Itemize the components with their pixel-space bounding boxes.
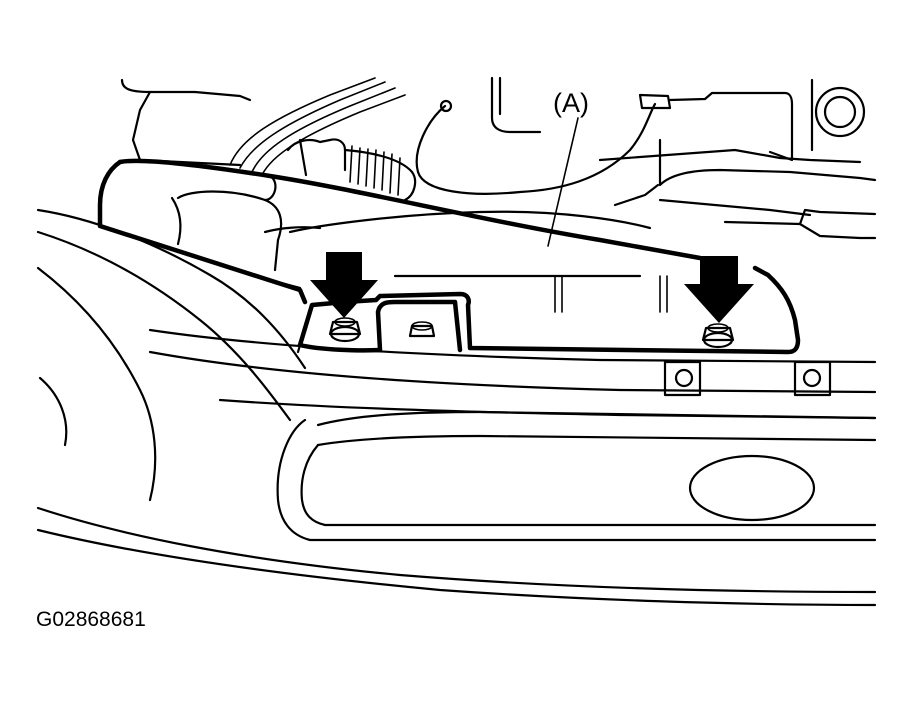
background-components [120,76,877,240]
lower-grille-opening [276,410,877,542]
bolt-right [701,323,735,349]
fog-lamp [688,454,816,522]
bolt-left [328,317,362,343]
mounting-bolts [328,317,735,349]
down-arrow-icon [310,252,378,318]
front-body-panel [36,208,877,607]
callout-label-a: (A) [553,88,589,118]
bolt-center [408,321,436,338]
bolt-arrows [310,252,754,323]
down-arrow-icon [684,256,754,323]
air-intake-duct [97,117,801,355]
figure-id: G02868681 [36,608,146,631]
